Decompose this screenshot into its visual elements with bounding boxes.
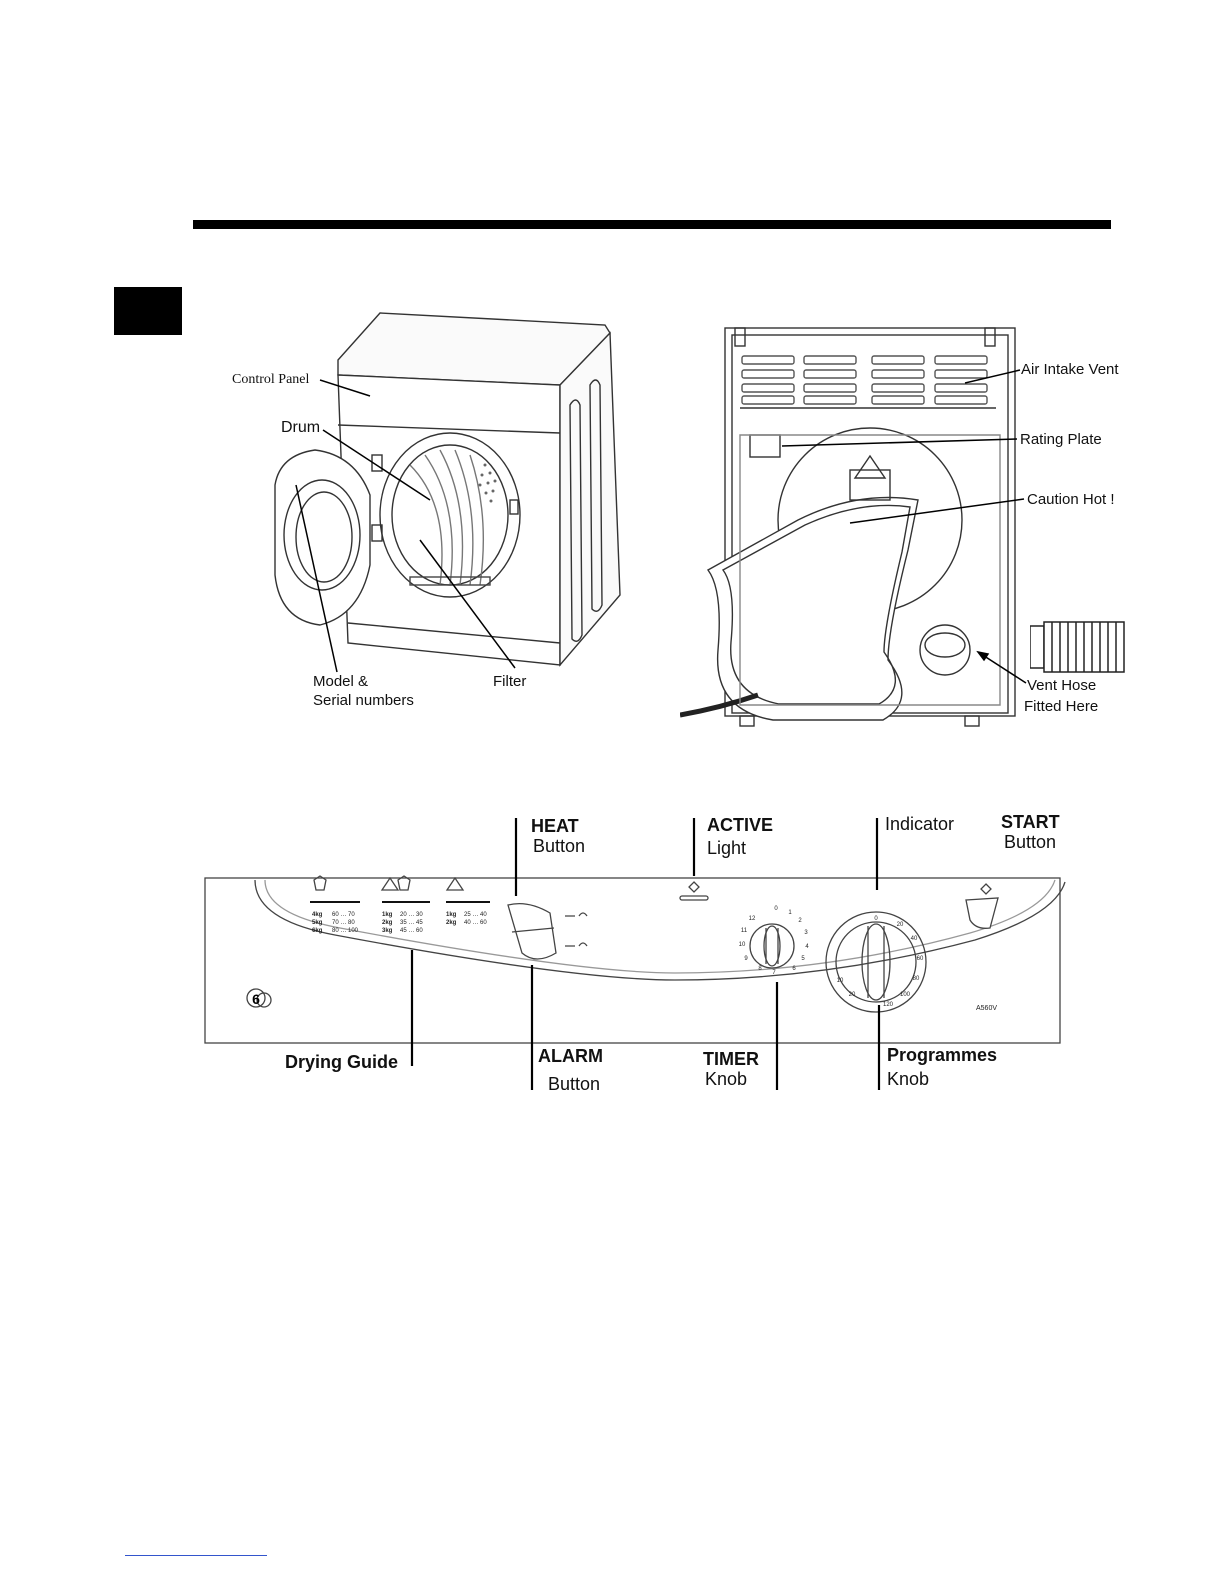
vent-hose-label-line1: Vent Hose xyxy=(1027,677,1097,694)
guide-time: 20 … 30 xyxy=(400,912,423,918)
dryer-back-illustration xyxy=(680,327,1016,727)
guide-weight: 1kg xyxy=(382,912,393,918)
model-serial-label-line2: Serial numbers xyxy=(313,692,414,709)
timer-knob-label: Knob xyxy=(705,1069,748,1089)
section-tab xyxy=(114,287,182,335)
programme-number: 20 xyxy=(897,922,904,928)
timer-label: TIMER xyxy=(703,1049,759,1069)
guide-time: 45 … 60 xyxy=(400,928,423,934)
heat-button-label: Button xyxy=(533,836,586,856)
model-code: A560V xyxy=(976,1005,997,1012)
vent-hose-label-line2: Fitted Here xyxy=(1024,698,1099,715)
programmes-knob-label: Knob xyxy=(887,1069,930,1089)
rating-plate-label: Rating Plate xyxy=(1020,431,1102,448)
programme-number: 80 xyxy=(913,976,920,982)
indicator-label: Indicator xyxy=(885,814,955,834)
guide-time: 40 … 60 xyxy=(464,920,487,926)
guide-time: 35 … 45 xyxy=(400,920,423,926)
programme-number: 20 xyxy=(849,992,856,998)
start-label: START xyxy=(1001,812,1060,832)
timer-number: 1 xyxy=(788,910,792,916)
timer-number: 2 xyxy=(798,918,802,924)
guide-time: 60 … 70 xyxy=(332,912,355,918)
timer-number: 7 xyxy=(772,970,776,976)
front-leader-lines xyxy=(295,379,516,673)
guide-weight: 3kg xyxy=(382,928,393,934)
guide-time: 25 … 40 xyxy=(464,912,487,918)
guide-weight: 4kg xyxy=(312,912,323,918)
drying-guide-label: Drying Guide xyxy=(285,1052,399,1072)
timer-number: 11 xyxy=(741,928,748,934)
guide-weight: 2kg xyxy=(446,920,457,926)
guide-time: 70 … 80 xyxy=(332,920,355,926)
caution-hot-label: Caution Hot ! xyxy=(1027,491,1115,508)
back-leader-lines xyxy=(781,369,1027,684)
alarm-button-label: Button xyxy=(548,1074,601,1094)
guide-time: 80 … 100 xyxy=(332,928,359,934)
dryer-front-illustration xyxy=(274,312,621,667)
panel-leader-lines xyxy=(410,818,881,1090)
programme-number: 10 xyxy=(837,978,844,984)
control-panel-illustration: 6 A560V 4kg 5kg 6kg 60 … 70 70 … 80 80 …… xyxy=(204,875,1066,1044)
timer-number: 5 xyxy=(801,956,805,962)
timer-number: 9 xyxy=(744,956,748,962)
guide-weight: 1kg xyxy=(446,912,457,918)
programme-number: 100 xyxy=(900,992,911,998)
alarm-label: ALARM xyxy=(538,1046,603,1066)
programmes-label: Programmes xyxy=(887,1045,998,1065)
capacity-badge: 6 xyxy=(252,991,260,1007)
active-label: ACTIVE xyxy=(707,815,774,835)
air-intake-vent-label: Air Intake Vent xyxy=(1021,361,1119,378)
timer-number: 3 xyxy=(804,930,808,936)
heat-label: HEAT xyxy=(531,816,579,836)
drum-label: Drum xyxy=(281,419,321,436)
start-button-label: Button xyxy=(1004,832,1057,852)
programme-number: 60 xyxy=(917,956,924,962)
filter-label: Filter xyxy=(493,673,527,690)
active-light-label: Light xyxy=(707,838,747,858)
programme-number: 120 xyxy=(883,1002,894,1008)
timer-number: 12 xyxy=(749,916,756,922)
guide-weight: 5kg xyxy=(312,920,323,926)
programme-number: 40 xyxy=(911,936,918,942)
timer-number: 10 xyxy=(739,942,746,948)
header-rule xyxy=(193,220,1111,229)
timer-number: 0 xyxy=(774,906,778,912)
guide-weight: 6kg xyxy=(312,928,323,934)
control-panel-label: Control Panel xyxy=(232,372,310,387)
guide-weight: 2kg xyxy=(382,920,393,926)
footer-rule xyxy=(125,1555,267,1556)
vent-hose-icon xyxy=(1030,621,1125,673)
timer-number: 6 xyxy=(792,966,796,972)
model-serial-label-line1: Model & xyxy=(313,673,369,690)
programme-number: 0 xyxy=(874,916,878,922)
timer-number: 8 xyxy=(758,966,762,972)
timer-number: 4 xyxy=(805,944,809,950)
